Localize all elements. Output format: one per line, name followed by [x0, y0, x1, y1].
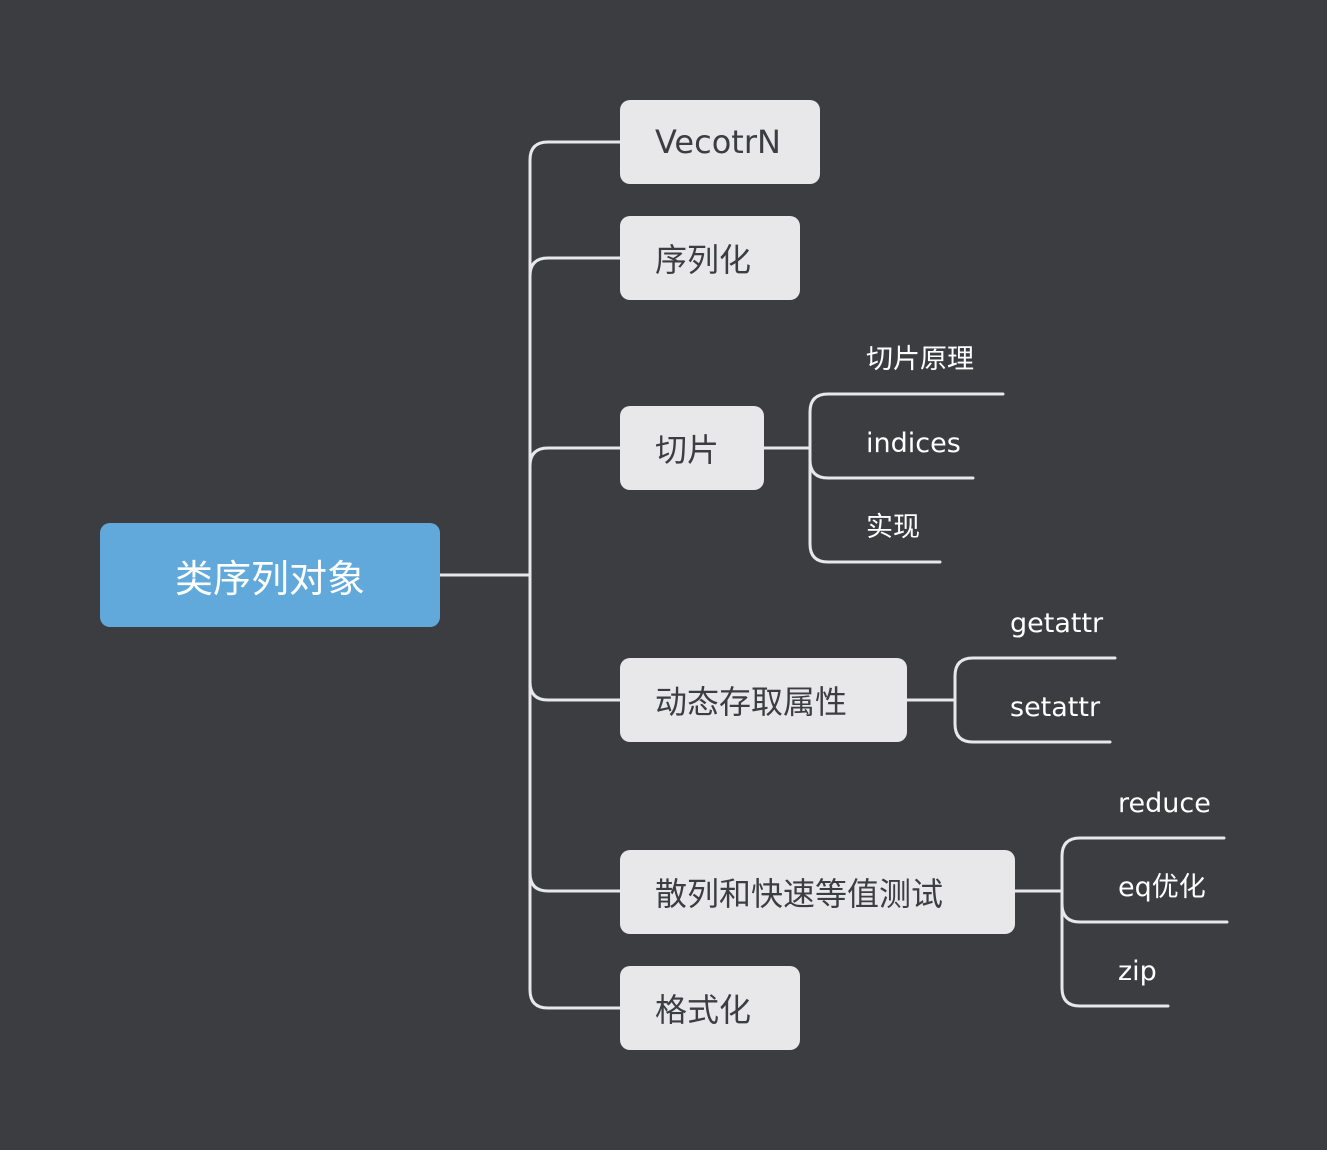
- branch-label: 序列化: [655, 241, 752, 279]
- branch-node-slice[interactable]: 切片: [620, 406, 764, 490]
- branch-connector-hash: [528, 871, 622, 893]
- branch-label: VecotrN: [655, 123, 781, 161]
- branch-connector-vecotrn: [528, 140, 622, 577]
- leaf-connector-reduce: [1060, 836, 1226, 1008]
- leaf-connector-indices: [808, 458, 975, 480]
- leaf-node-eq-optimize[interactable]: eq优化: [1118, 872, 1206, 903]
- leaf-connector-eq: [1060, 902, 1229, 924]
- leaf-node-zip[interactable]: zip: [1118, 956, 1157, 987]
- leaf-node-slice-principle[interactable]: 切片原理: [866, 344, 974, 375]
- root-node[interactable]: 类序列对象: [100, 523, 440, 627]
- leaf-node-setattr[interactable]: setattr: [1010, 692, 1101, 723]
- branch-connector-slice: [528, 446, 622, 468]
- branch-connector-serialize: [528, 256, 622, 278]
- leaf-connector-slice-principle: [808, 392, 1005, 564]
- leaf-node-implementation[interactable]: 实现: [866, 512, 920, 543]
- branch-node-dynamic-attr[interactable]: 动态存取属性: [620, 658, 907, 742]
- leaf-node-indices[interactable]: indices: [866, 428, 961, 459]
- branch-node-serialize[interactable]: 序列化: [620, 216, 800, 300]
- root-label: 类序列对象: [174, 556, 365, 601]
- branch-label: 散列和快速等值测试: [655, 875, 944, 913]
- branch-connector-dynamic-attr: [528, 680, 622, 702]
- branch-label: 切片: [655, 431, 720, 469]
- branch-connector-format: [528, 573, 622, 1010]
- branch-node-hash-eq[interactable]: 散列和快速等值测试: [620, 850, 1015, 934]
- leaf-connector-getattr: [953, 656, 1117, 744]
- leaf-node-getattr[interactable]: getattr: [1010, 608, 1104, 639]
- branch-node-format[interactable]: 格式化: [620, 966, 800, 1050]
- leaf-node-reduce[interactable]: reduce: [1118, 788, 1211, 819]
- branch-label: 格式化: [655, 991, 752, 1029]
- branch-label: 动态存取属性: [655, 683, 848, 721]
- branch-node-vecotrn[interactable]: VecotrN: [620, 100, 820, 184]
